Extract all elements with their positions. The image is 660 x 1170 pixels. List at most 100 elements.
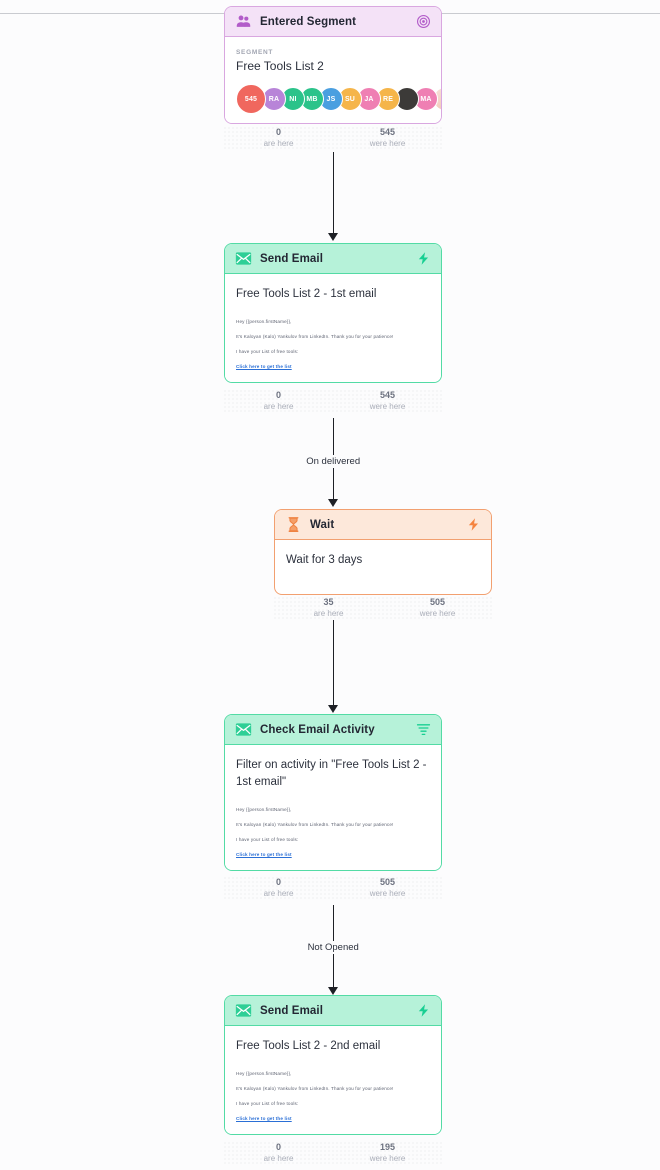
stat-label: are here	[263, 139, 294, 148]
node-check-email-activity[interactable]: Check Email Activity Filter on activity …	[224, 714, 442, 901]
node-wait[interactable]: Wait Wait for 3 days 35 are here 505 wer…	[274, 509, 492, 621]
email-preview: Hey {{person.firstName}}, It's Kaloyan (…	[236, 1071, 430, 1122]
avatar-photo	[395, 87, 419, 111]
node-stats: 0 are here 195 were here	[224, 1142, 442, 1166]
stat-were-here: 545 were here	[333, 390, 442, 414]
email-preview: Hey {{person.firstName}}, It's Kaloyan (…	[236, 807, 430, 858]
node-body: SEGMENT Free Tools List 2 545 RA NI MB J…	[225, 37, 441, 123]
node-send-email-1[interactable]: Send Email Free Tools List 2 - 1st email…	[224, 243, 442, 414]
email-line-2: It's Kaloyan (Kalo) Yankulov from Linked…	[236, 822, 394, 827]
email-line-2: It's Kaloyan (Kalo) Yankulov from Linked…	[236, 1086, 394, 1091]
node-card[interactable]: Entered Segment SEGMENT Free Tools List …	[224, 6, 442, 124]
hourglass-icon	[285, 516, 302, 533]
stat-value: 545	[379, 390, 396, 400]
stat-are-here: 0 are here	[224, 1142, 333, 1166]
stat-label: were here	[419, 609, 456, 618]
segment-name: Free Tools List 2	[236, 59, 324, 73]
stat-value: 545	[379, 127, 396, 137]
node-header: Entered Segment	[225, 7, 441, 37]
stat-were-here: 505 were here	[383, 597, 492, 621]
node-send-email-2[interactable]: Send Email Free Tools List 2 - 2nd email…	[224, 995, 442, 1166]
stat-value: 0	[275, 877, 281, 887]
node-headline: Wait for 3 days	[286, 554, 363, 566]
stat-label: are here	[263, 889, 294, 898]
stat-label: are here	[313, 609, 344, 618]
envelope-icon	[235, 1002, 252, 1019]
bolt-icon[interactable]	[416, 251, 431, 266]
node-stats: 0 are here 545 were here	[224, 390, 442, 414]
node-title: Send Email	[260, 252, 323, 265]
node-card[interactable]: Check Email Activity Filter on activity …	[224, 714, 442, 871]
email-cta-link[interactable]: Click here to get the list	[236, 1116, 292, 1121]
node-headline: Filter on activity in "Free Tools List 2…	[236, 759, 427, 788]
target-icon[interactable]	[416, 14, 431, 29]
node-title: Check Email Activity	[260, 723, 375, 736]
bolt-icon[interactable]	[416, 1003, 431, 1018]
node-headline: Free Tools List 2 - 1st email	[236, 288, 377, 300]
node-header: Send Email	[225, 244, 441, 274]
email-cta-link[interactable]: Click here to get the list	[236, 852, 292, 857]
node-body: Free Tools List 2 - 2nd email Hey {{pers…	[225, 1026, 441, 1134]
envelope-icon	[235, 250, 252, 267]
stat-label: were here	[369, 1154, 406, 1163]
email-line-1: Hey {{person.firstName}},	[236, 319, 292, 324]
node-title: Wait	[310, 518, 335, 531]
stat-label: were here	[369, 402, 406, 411]
node-headline: Free Tools List 2 - 2nd email	[236, 1040, 381, 1052]
email-cta-link[interactable]: Click here to get the list	[236, 364, 292, 369]
edge-label: Not Opened	[302, 941, 364, 954]
avatar: MA	[414, 87, 438, 111]
node-header: Check Email Activity	[225, 715, 441, 745]
stat-were-here: 195 were here	[333, 1142, 442, 1166]
node-card[interactable]: Send Email Free Tools List 2 - 1st email…	[224, 243, 442, 383]
node-body: Wait for 3 days	[275, 540, 491, 583]
funnel-icon[interactable]	[416, 722, 431, 737]
stat-value: 505	[379, 877, 396, 887]
avatar: NI	[281, 87, 305, 111]
avatar-count: 545	[236, 84, 266, 114]
node-card[interactable]: Send Email Free Tools List 2 - 2nd email…	[224, 995, 442, 1135]
email-line-2: It's Kaloyan (Kalo) Yankulov from Linked…	[236, 334, 394, 339]
node-stats: 0 are here 505 were here	[224, 877, 442, 901]
email-line-1: Hey {{person.firstName}},	[236, 1071, 292, 1076]
stat-label: were here	[369, 139, 406, 148]
stat-were-here: 545 were here	[333, 127, 442, 151]
edge-label: On delivered	[301, 455, 366, 468]
people-icon	[235, 13, 252, 30]
stat-value: 505	[429, 597, 446, 607]
stat-value: 0	[275, 390, 281, 400]
email-line-3: I have your List of free tools:	[236, 837, 299, 842]
avatar: RA	[262, 87, 286, 111]
node-header: Wait	[275, 510, 491, 540]
stat-are-here: 0 are here	[224, 877, 333, 901]
envelope-icon	[235, 721, 252, 738]
email-line-3: I have your List of free tools:	[236, 1101, 299, 1106]
stat-are-here: 35 are here	[274, 597, 383, 621]
node-stats: 0 are here 545 were here	[224, 127, 442, 151]
stat-were-here: 505 were here	[333, 877, 442, 901]
email-line-1: Hey {{person.firstName}},	[236, 807, 292, 812]
avatar-stack[interactable]: 545 RA NI MB JS SU JA RE MA	[236, 84, 441, 114]
stat-label: were here	[369, 889, 406, 898]
bolt-icon[interactable]	[466, 517, 481, 532]
node-stats: 35 are here 505 were here	[274, 597, 492, 621]
stat-value: 195	[379, 1142, 396, 1152]
node-title: Send Email	[260, 1004, 323, 1017]
email-preview: Hey {{person.firstName}}, It's Kaloyan (…	[236, 319, 430, 370]
node-body: Filter on activity in "Free Tools List 2…	[225, 745, 441, 870]
stat-value: 35	[323, 597, 334, 607]
segment-caption: SEGMENT	[236, 49, 274, 56]
node-title: Entered Segment	[260, 15, 357, 28]
email-line-3: I have your List of free tools:	[236, 349, 299, 354]
stat-value: 0	[275, 127, 281, 137]
stat-label: are here	[263, 402, 294, 411]
stat-are-here: 0 are here	[224, 390, 333, 414]
node-entered-segment[interactable]: Entered Segment SEGMENT Free Tools List …	[224, 6, 442, 151]
stat-are-here: 0 are here	[224, 127, 333, 151]
node-header: Send Email	[225, 996, 441, 1026]
node-body: Free Tools List 2 - 1st email Hey {{pers…	[225, 274, 441, 382]
stat-label: are here	[263, 1154, 294, 1163]
avatar: SU	[338, 87, 362, 111]
node-card[interactable]: Wait Wait for 3 days	[274, 509, 492, 595]
